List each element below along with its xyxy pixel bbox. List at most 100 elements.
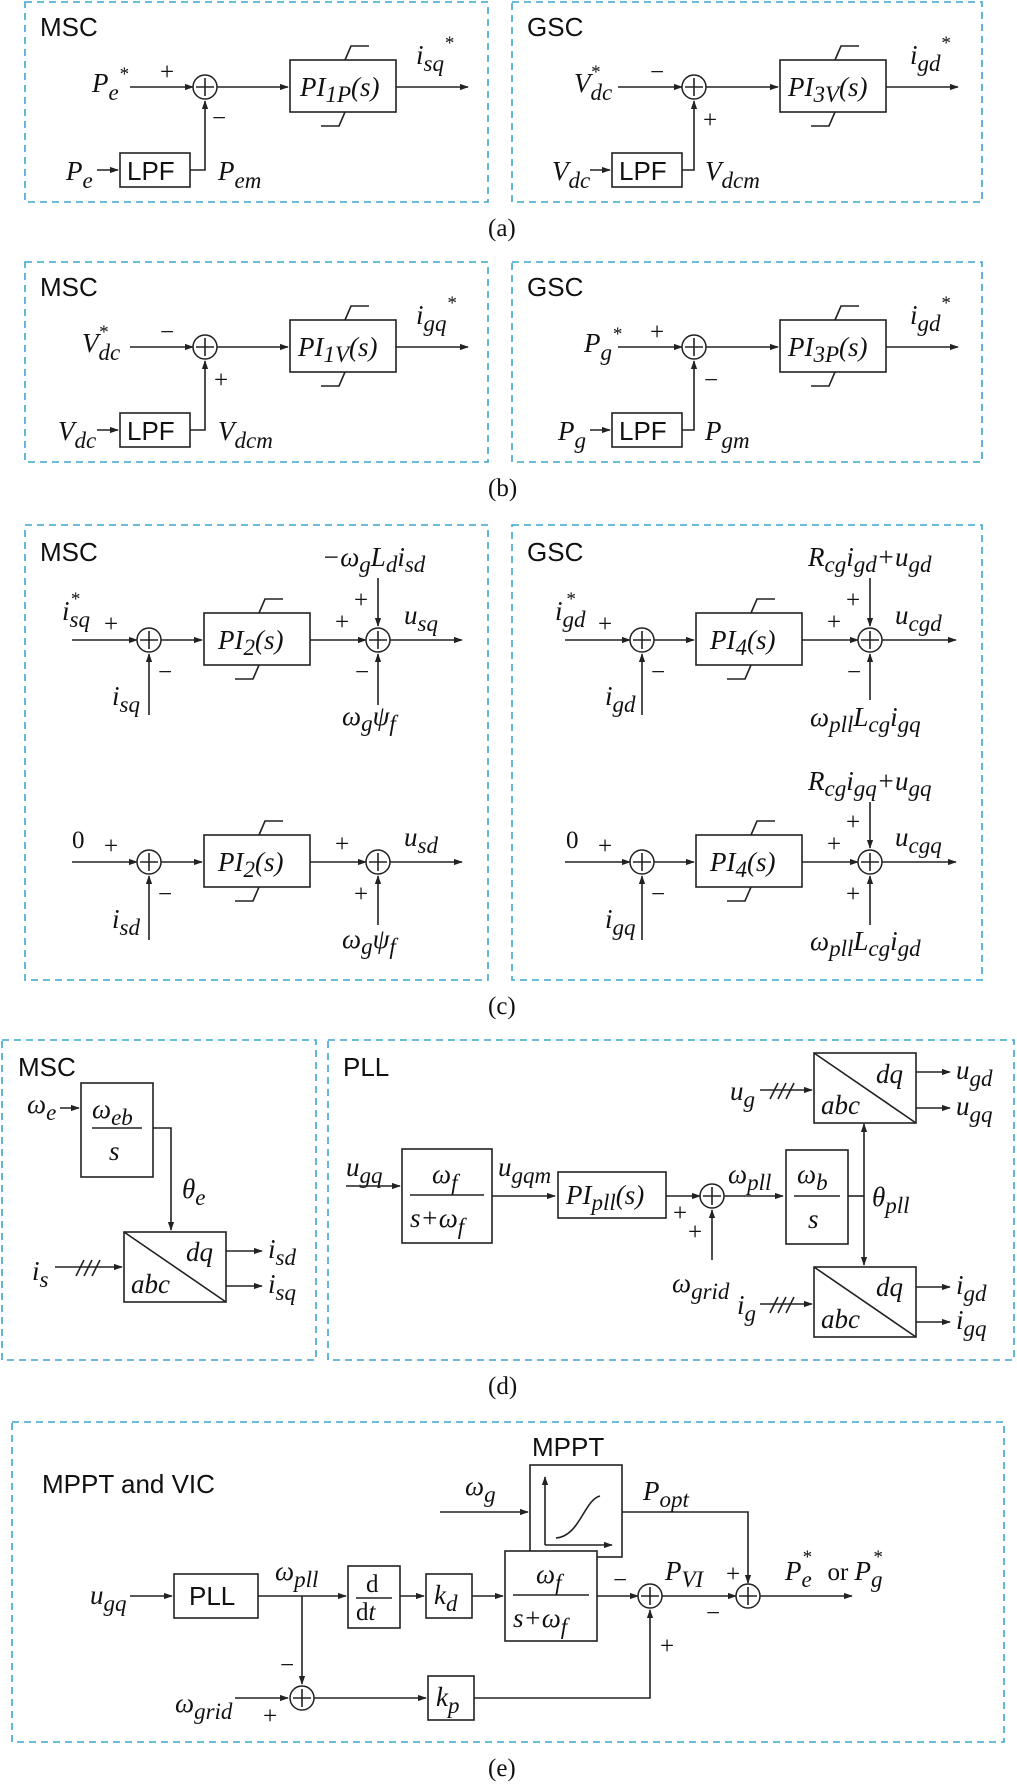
omega-pll-label: ωpll <box>275 1556 318 1592</box>
sign-plus: + <box>104 833 118 860</box>
ugq-label: ugq <box>346 1152 383 1188</box>
feedforward-bottom: ωpllLcgigd <box>810 926 921 961</box>
panel-d-right-frame <box>327 1039 1015 1361</box>
panel-b-right-frame <box>511 261 983 463</box>
pi-controller-block <box>695 834 803 888</box>
pi-controller-block <box>289 59 397 113</box>
sign-plus: + <box>104 611 118 638</box>
caption: (a) <box>488 215 516 242</box>
omega-grid-label: ωgrid <box>672 1268 730 1304</box>
sign-plus: + <box>214 367 228 394</box>
pll-integrator-block <box>785 1149 849 1245</box>
sign-minus: − <box>847 659 861 686</box>
ug-label: ug <box>730 1076 755 1112</box>
theta-e-label: θe <box>182 1174 205 1210</box>
panel-c: MSC isq* + − isq PI2(s) + −ωgLdisd + − ω… <box>24 524 983 1020</box>
meas-input: Vdc <box>552 156 590 193</box>
panel-c-left-frame <box>24 524 489 981</box>
panel-d: MSC ωe ωeb s θe dq abc is isd isq PLL ug… <box>1 1039 1015 1400</box>
output-label: Pe* or Pg* <box>784 1547 883 1592</box>
pi-controller-block <box>203 612 311 666</box>
sign-plus: + <box>160 59 174 86</box>
meas-input: Vdc <box>58 416 96 453</box>
pvi-label: PVI <box>664 1556 705 1592</box>
pi-label: PI2(s) <box>217 625 283 660</box>
lpf-label: LPF <box>127 156 175 186</box>
sign-plus: + <box>598 611 612 638</box>
panel-b-left-frame <box>24 261 489 463</box>
omega-e-label: ωe <box>27 1089 56 1125</box>
panel-e-frame <box>11 1421 1005 1743</box>
panel-title: MSC <box>40 12 98 42</box>
mppt-block <box>529 1464 623 1558</box>
derivative-denominator: dt <box>356 1599 377 1626</box>
sign-minus: − <box>212 105 226 132</box>
panel-title: GSC <box>527 12 583 42</box>
sign-minus: − <box>158 881 172 908</box>
caption: (b) <box>488 475 517 502</box>
sign-plus: + <box>827 831 841 858</box>
sign-plus: + <box>827 609 841 636</box>
pll-pi-block <box>557 1171 667 1219</box>
derivative-numerator: d <box>366 1571 379 1598</box>
panel-e: MPPT and VIC MPPT ωg Popt ugq PLL ωpll d… <box>11 1421 1005 1782</box>
sign-minus: − <box>651 881 665 908</box>
isd-label: isd <box>268 1234 296 1270</box>
output-label: ucgd <box>895 600 942 636</box>
ugd-label: ugd <box>956 1055 993 1091</box>
panel-title: MSC <box>40 537 98 567</box>
feedforward-top: Rcgigd+ugd <box>807 542 932 577</box>
is-label: is <box>32 1256 49 1292</box>
ref-input: igd* <box>555 589 586 632</box>
sign-minus: − <box>651 659 665 686</box>
sign-minus: − <box>280 1652 294 1679</box>
pll-label: PLL <box>189 1581 235 1611</box>
sign-plus: + <box>846 881 860 908</box>
output-label: usq <box>404 600 438 636</box>
lpf-block <box>611 412 683 448</box>
panel-d-left-frame <box>1 1039 317 1361</box>
filtered-label: Vdcm <box>218 416 273 453</box>
panel-title: GSC <box>527 537 583 567</box>
omega-pll-label: ωpll <box>728 1159 771 1195</box>
omega-g-label: ωg <box>465 1471 496 1507</box>
panel-b: MSC Vdc* − + PI1V(s) igq* Vdc LPF Vdcm G… <box>24 261 983 502</box>
ref-input: 0 <box>72 827 85 854</box>
kp-gain-block <box>427 1675 475 1721</box>
abc-label: abc <box>821 1304 860 1334</box>
pi-label: PI4(s) <box>709 625 775 660</box>
omega-grid-label: ωgrid <box>175 1688 233 1724</box>
dq-label: dq <box>876 1059 903 1089</box>
sign-plus: + <box>673 1200 687 1227</box>
meas-input: isq <box>112 681 140 717</box>
pi-controller-block <box>695 612 803 666</box>
abc-label: abc <box>131 1269 170 1299</box>
dq-label: dq <box>186 1237 213 1267</box>
output-label: ucgq <box>895 822 942 858</box>
sign-plus: + <box>650 319 664 346</box>
sign-plus: + <box>726 1561 740 1588</box>
output-label: usd <box>404 822 438 858</box>
pi-label: PI4(s) <box>709 847 775 882</box>
sign-plus: + <box>263 1703 277 1730</box>
sign-plus: + <box>846 809 860 836</box>
filtered-label: Vdcm <box>705 156 760 193</box>
caption: (d) <box>488 1373 517 1400</box>
lpf-label: LPF <box>619 156 667 186</box>
sign-minus: − <box>355 659 369 686</box>
lpf-label: LPF <box>619 416 667 446</box>
sign-minus: − <box>650 59 664 86</box>
meas-input: igd <box>605 681 636 717</box>
isq-label: isq <box>268 1269 296 1305</box>
theta-pll-label: θpll <box>872 1182 910 1218</box>
output-label: igd* <box>910 293 951 336</box>
output-label: isq* <box>416 33 454 76</box>
pi-controller-block <box>289 319 397 373</box>
output-label: igq* <box>416 293 457 336</box>
sign-plus: + <box>688 1219 702 1246</box>
sign-plus: + <box>335 831 349 858</box>
sign-minus: − <box>613 1567 627 1594</box>
lpf-label: LPF <box>127 416 175 446</box>
feedforward-top: Rcgigq+ugq <box>807 766 931 801</box>
igq-label: igq <box>956 1305 987 1341</box>
